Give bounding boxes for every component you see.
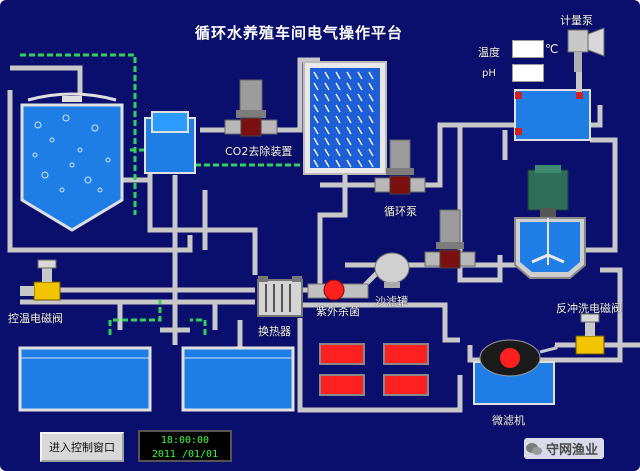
backwash-valve-symbol bbox=[575, 313, 605, 355]
temp-valve-symbol bbox=[20, 259, 61, 301]
temp-unit: ℃ bbox=[545, 42, 559, 56]
page-title: 循环水养殖车间电气操作平台 bbox=[195, 24, 404, 42]
pipe-bottom bbox=[297, 318, 463, 413]
temp-label: 温度 bbox=[478, 46, 500, 59]
pipe-dosing-return bbox=[580, 137, 618, 253]
ph-display bbox=[512, 64, 544, 82]
micro-filter-label: 微滤机 bbox=[492, 414, 525, 427]
circulation-pump-label: 循环泵 bbox=[384, 205, 417, 218]
sand-filter-label: 沙滤罐 bbox=[375, 295, 408, 308]
clock-date: 2011 /01/01 bbox=[151, 449, 219, 460]
sensor-lines bbox=[20, 53, 305, 335]
metering-pump bbox=[567, 27, 605, 72]
alarm-indicators bbox=[319, 343, 429, 396]
wechat-icon bbox=[526, 442, 542, 455]
pipe-uv-out bbox=[300, 302, 460, 343]
watermark: 守网渔业 bbox=[524, 438, 605, 459]
dosing-tank bbox=[514, 70, 591, 141]
co2-removal-label: CO2去除装置 bbox=[225, 145, 293, 158]
sand-filter-symbol bbox=[374, 252, 410, 288]
pipe-left-top bbox=[10, 65, 83, 95]
ph-label: pH bbox=[482, 68, 496, 79]
watermark-text: 守网渔业 bbox=[546, 443, 599, 458]
temp-valve-label: 控温电磁阀 bbox=[8, 312, 63, 325]
sump-box bbox=[144, 111, 196, 174]
culture-tank bbox=[20, 92, 124, 232]
heat-exchanger-label: 换热器 bbox=[258, 325, 291, 338]
backwash-valve-label: 反冲洗电磁阀 bbox=[556, 302, 622, 315]
pipe-left-loop bbox=[7, 90, 193, 253]
temp-display bbox=[512, 40, 544, 58]
metering-pump-label: 计量泵 bbox=[560, 14, 593, 27]
lower-tank-2 bbox=[181, 346, 295, 412]
enter-control-window-button[interactable]: 进入控制窗口 bbox=[40, 432, 124, 462]
pump-lower bbox=[424, 209, 476, 269]
heat-exchanger-symbol bbox=[257, 276, 303, 317]
clock-display: 18:00:00 2011 /01/01 bbox=[138, 430, 232, 462]
micro-filter-symbol bbox=[473, 339, 558, 405]
pipe-co2-out bbox=[317, 175, 348, 285]
uv-sterilizer-label: 紫外杀菌 bbox=[316, 305, 360, 318]
mixing-tank bbox=[514, 165, 586, 279]
clock-time: 18:00:00 bbox=[160, 435, 210, 446]
pump-top bbox=[224, 79, 278, 137]
lower-tank-1 bbox=[18, 346, 152, 412]
uv-sterilizer-symbol bbox=[307, 279, 369, 301]
pump-circ bbox=[374, 139, 426, 195]
co2-removal-tower bbox=[303, 61, 387, 175]
pipe-backwash bbox=[467, 267, 623, 363]
